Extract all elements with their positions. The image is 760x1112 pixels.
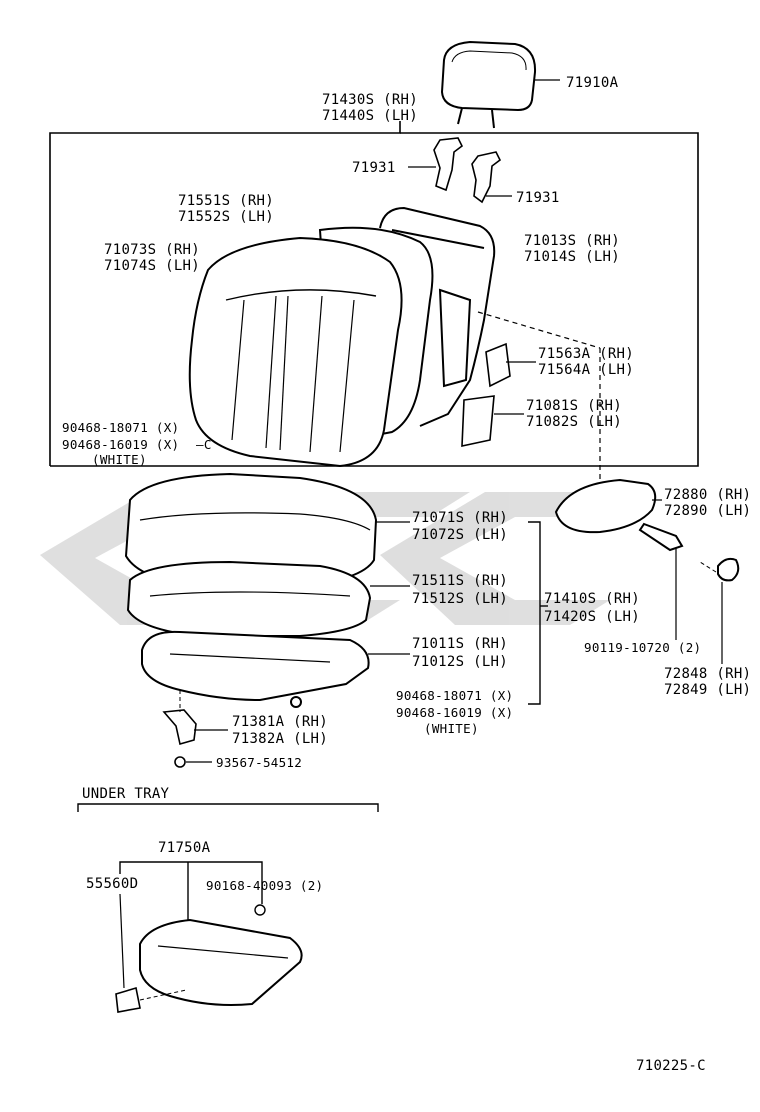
label-back-pad-rh: 71551S (RH) <box>178 193 275 209</box>
label-cushion-frame-rh: 71011S (RH) <box>412 636 509 652</box>
cushion-cover-drawing <box>124 472 410 587</box>
cushion-group-bracket <box>528 521 548 705</box>
cushion-pad-drawing <box>126 560 410 637</box>
label-hog-ring-d: 90468-16019 (X) <box>396 705 514 720</box>
label-back-clip-rh: 71563A (RH) <box>538 346 635 362</box>
label-white-a: (WHITE) <box>92 452 147 467</box>
label-back-cover-rh: 71073S (RH) <box>104 242 201 258</box>
label-cap-lh: 72849 (LH) <box>664 682 752 698</box>
label-cushion-cover-rh: 71071S (RH) <box>412 510 509 526</box>
label-tray-clip: 55560D <box>86 876 139 892</box>
label-guide-lower: 71931 <box>516 190 560 206</box>
headrest-drawing <box>440 40 560 129</box>
label-cushion-pad-lh: 71512S (LH) <box>412 591 509 607</box>
armrest-drawing <box>554 478 740 664</box>
label-armrest-lh: 72890 (LH) <box>664 503 752 519</box>
label-bracket-rh: 71381A (RH) <box>232 714 329 730</box>
label-back-frame-rh: 71013S (RH) <box>524 233 621 249</box>
label-cushion-pad-rh: 71511S (RH) <box>412 573 509 589</box>
label-cushion-cover-lh: 71072S (LH) <box>412 527 509 543</box>
label-figure-code: 710225-C <box>636 1058 706 1074</box>
label-hog-ring-c: 90468-18071 (X) <box>396 688 514 703</box>
label-hog-ring-b-pointer: —C <box>196 437 212 452</box>
back-clip-drawing <box>485 342 536 388</box>
headrest-guides-drawing <box>408 137 512 204</box>
label-back-cover-lh: 71074S (LH) <box>104 258 201 274</box>
under-tray-section <box>77 803 379 1013</box>
label-headrest: 71910A <box>566 75 619 91</box>
label-bolt: 90119-10720 (2) <box>584 640 702 655</box>
label-bracket-lh: 71382A (LH) <box>232 731 329 747</box>
seatback-frame-drawing <box>379 206 601 498</box>
label-armrest-rh: 72880 (RH) <box>664 487 752 503</box>
label-white-b: (WHITE) <box>424 721 479 736</box>
label-guide-upper: 71931 <box>352 160 396 176</box>
label-hog-ring-b: 90468-16019 (X) <box>62 437 180 452</box>
label-back-board-rh: 71081S (RH) <box>526 398 623 414</box>
label-tray-screw: 90168-40093 (2) <box>206 878 324 893</box>
seatback-group-frame <box>49 121 699 467</box>
label-back-clip-lh: 71564A (LH) <box>538 362 635 378</box>
label-under-tray-title: UNDER TRAY <box>82 786 170 802</box>
bracket-drawing <box>162 690 228 768</box>
label-back-frame-lh: 71014S (LH) <box>524 249 621 265</box>
label-cap-rh: 72848 (RH) <box>664 666 752 682</box>
label-cushion-assy-rh: 71410S (RH) <box>544 591 641 607</box>
label-headrest-support-lh: 71440S (LH) <box>322 108 419 124</box>
cushion-frame-drawing <box>141 630 410 708</box>
seatback-cover-drawing <box>188 226 434 468</box>
back-board-drawing <box>461 395 524 447</box>
label-back-pad-lh: 71552S (LH) <box>178 209 275 225</box>
label-back-board-lh: 71082S (LH) <box>526 414 623 430</box>
label-headrest-support-rh: 71430S (RH) <box>322 92 419 108</box>
label-cushion-frame-lh: 71012S (LH) <box>412 654 509 670</box>
label-hog-ring-a: 90468-18071 (X) <box>62 420 180 435</box>
label-cushion-assy-lh: 71420S (LH) <box>544 609 641 625</box>
label-screw: 93567-54512 <box>216 755 303 770</box>
label-tray-assy: 71750A <box>158 840 211 856</box>
